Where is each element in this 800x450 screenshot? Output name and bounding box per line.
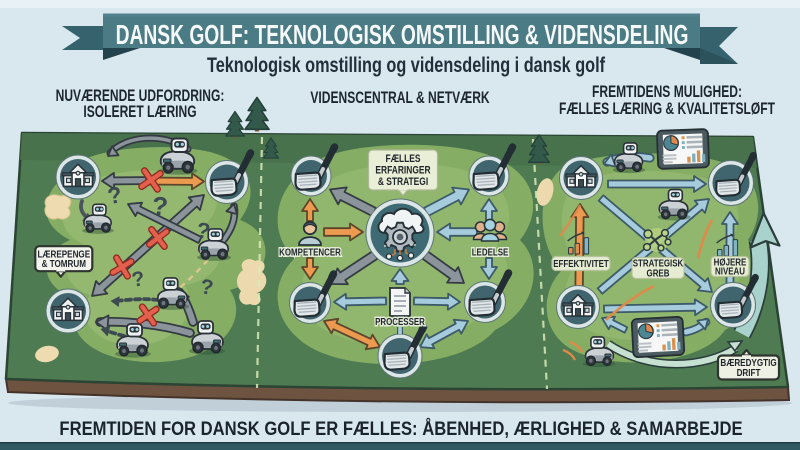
svg-text:?: ?: [105, 181, 123, 209]
svg-text:& TOMRUM: & TOMRUM: [42, 258, 87, 269]
svg-text:GREB: GREB: [647, 267, 670, 278]
svg-text:NIVEAU: NIVEAU: [715, 266, 745, 277]
svg-text:STRATEGISK: STRATEGISK: [633, 258, 684, 269]
svg-text:DANSK GOLF: TEKNOLOGISK OMSTIL: DANSK GOLF: TEKNOLOGISK OMSTILLING & VID…: [116, 21, 689, 51]
svg-text:?: ?: [150, 190, 169, 221]
svg-text:KOMPETENCER: KOMPETENCER: [279, 247, 341, 258]
svg-text:?: ?: [195, 217, 213, 244]
svg-text:FREMTIDENS MULIGHED:: FREMTIDENS MULIGHED:: [592, 83, 742, 101]
svg-text:PROCESSER: PROCESSER: [375, 316, 425, 327]
svg-text:FÆLLES: FÆLLES: [385, 153, 421, 165]
svg-text:BÆREDYGTIG: BÆREDYGTIG: [720, 357, 776, 368]
svg-text:LEDELSE: LEDELSE: [472, 247, 509, 258]
svg-text:DRIFT: DRIFT: [737, 367, 761, 378]
svg-text:Teknologisk omstilling og vide: Teknologisk omstilling og vidensdeling i…: [207, 53, 606, 76]
svg-text:ISOLERET LÆRING: ISOLERET LÆRING: [83, 103, 196, 121]
svg-text:LÆREPENGE: LÆREPENGE: [37, 248, 90, 259]
svg-text:?: ?: [130, 267, 146, 292]
svg-text:EFFEKTIVITET: EFFEKTIVITET: [553, 258, 609, 269]
svg-text:NUVÆRENDE UDFORDRING:: NUVÆRENDE UDFORDRING:: [56, 87, 225, 105]
svg-text:?: ?: [199, 275, 215, 300]
svg-text:& STRATEGI: & STRATEGI: [378, 176, 429, 188]
svg-text:ERFARINGER: ERFARINGER: [375, 165, 430, 177]
svg-text:FÆLLES LÆRING & KVALITETSLØFT: FÆLLES LÆRING & KVALITETSLØFT: [559, 100, 775, 118]
svg-text:VIDENSCENTRAL & NETVÆRK: VIDENSCENTRAL & NETVÆRK: [310, 89, 490, 107]
svg-text:HØJERE: HØJERE: [714, 256, 747, 267]
svg-text:FREMTIDEN FOR DANSK GOLF ER FÆ: FREMTIDEN FOR DANSK GOLF ER FÆLLES: ÅBEN…: [59, 418, 742, 439]
